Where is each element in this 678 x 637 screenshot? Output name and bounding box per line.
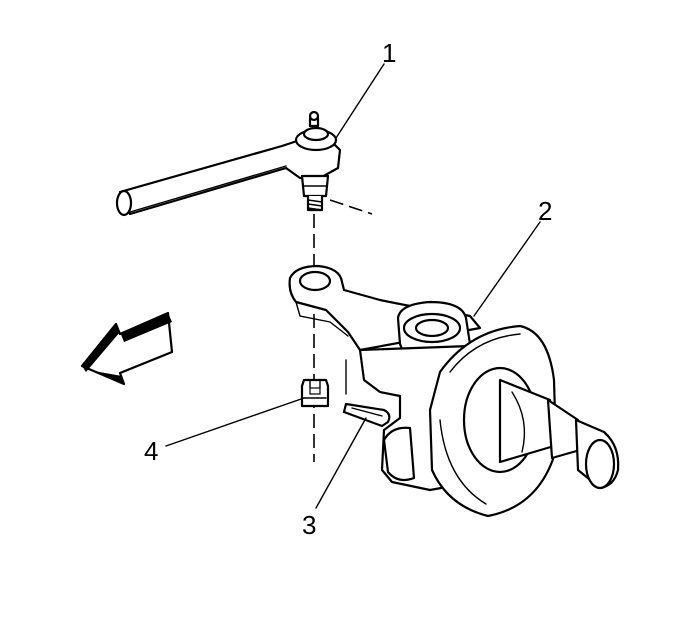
cotter-pin	[342, 402, 391, 428]
leader-line-1	[335, 63, 385, 139]
leader-line-4	[165, 397, 305, 447]
callout-2: 2	[538, 196, 552, 226]
callout-1: 1	[382, 38, 396, 68]
steering-knuckle	[288, 264, 620, 518]
castle-nut	[300, 378, 330, 408]
direction-arrow-icon	[80, 311, 174, 386]
leader-line-2	[473, 221, 541, 317]
leader-line-3	[315, 417, 367, 509]
tie-rod-end	[115, 110, 373, 217]
callout-3: 3	[302, 510, 316, 540]
callout-4: 4	[144, 436, 158, 466]
